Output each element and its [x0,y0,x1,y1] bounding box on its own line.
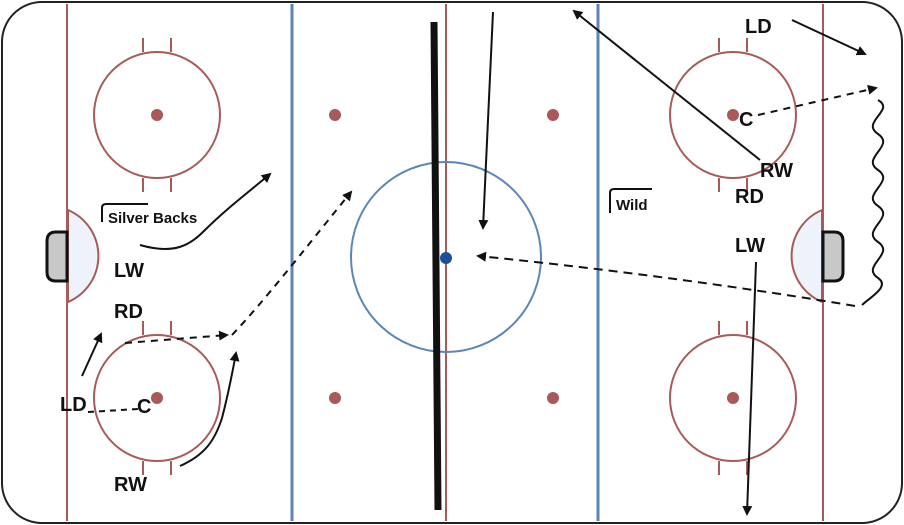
player-label-left-rw: RW [114,474,147,496]
left-net [45,230,69,283]
neutral-dot-bottom-right [547,392,559,404]
player-label-left-rd: RD [114,301,143,323]
lw-skate-arrow-right [742,261,757,516]
right-net [821,230,845,283]
faceoff-circle-top-right [669,38,797,192]
player-label-left-ld: LD [60,394,87,416]
rw-skate-arrow-left [179,351,240,467]
team-name-left: Silver Backs [108,210,197,227]
player-label-right-rw: RW [760,160,793,182]
neutral-dot-bottom-left [329,392,341,404]
center-circle [350,161,542,353]
neutral-dot-top-right [547,109,559,121]
team-label-left: Silver Backs [101,203,197,227]
player-label-left-c: C [137,396,151,418]
long-pass-arrow-to-center [476,251,856,307]
rd-pass-arrow-left [124,330,229,344]
player-label-right-c: C [739,109,753,131]
ld-skate-arrow-right [791,19,867,56]
ld-skate-arrow-left [81,332,103,377]
faceoff-circle-bottom-right [669,321,797,475]
right-crease [790,208,823,304]
player-label-right-ld: LD [745,16,772,38]
player-label-right-rd: RD [735,186,764,208]
player-label-left-lw: LW [114,260,144,282]
forecheck-down-arrow [478,11,494,230]
center-divider-bar [430,21,442,511]
team-name-right: Wild [616,197,648,214]
wavy-puck-carry-line [861,99,885,306]
rw-skate-arrow-right [572,9,761,161]
neutral-dot-top-left [329,109,341,121]
center-dot [440,252,452,264]
breakout-pass-arrow [231,190,353,336]
left-crease [67,208,100,304]
ld-to-c-pass-line [87,408,139,413]
lw-skate-arrow-left [139,172,272,250]
player-label-right-lw: LW [735,235,765,257]
faceoff-circle-bottom-left [93,321,221,475]
team-label-right: Wild [609,188,652,214]
faceoff-circle-top-left [93,38,221,192]
